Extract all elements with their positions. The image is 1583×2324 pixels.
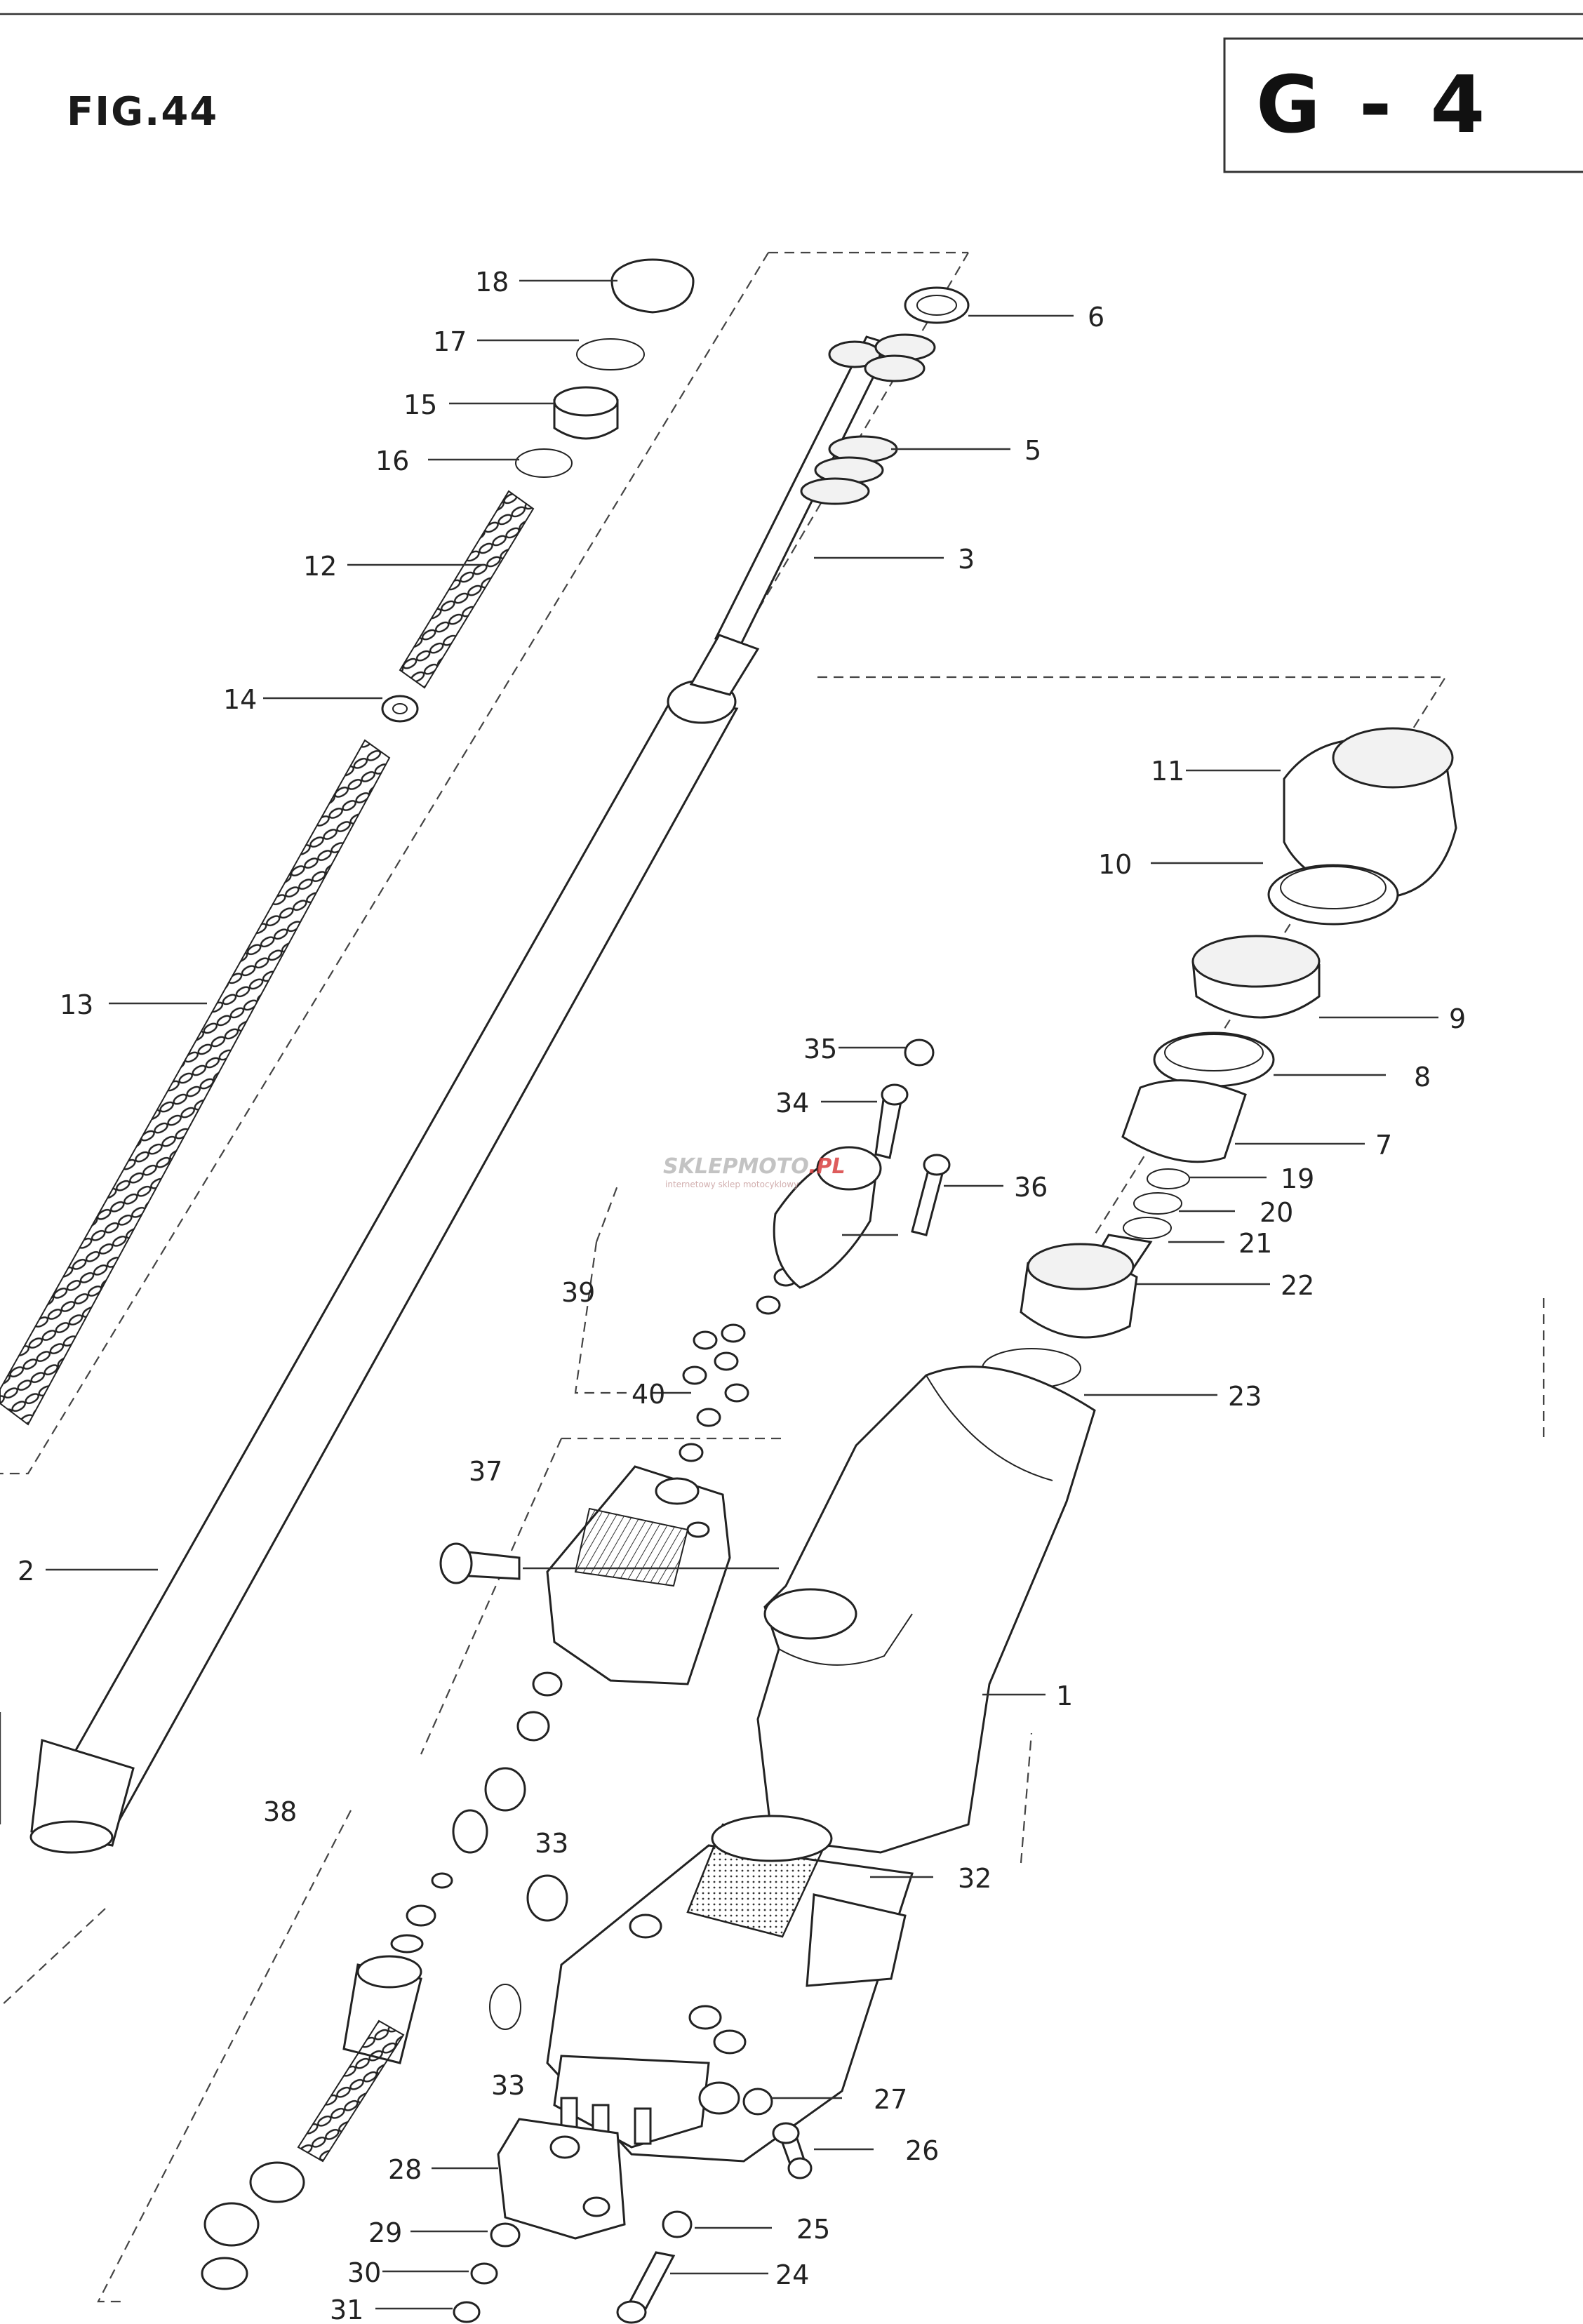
part-17-circlip — [576, 338, 645, 370]
label-part-39: 39 — [561, 1277, 595, 1308]
part-24-bolt — [616, 2251, 676, 2324]
label-part-18: 18 — [475, 267, 509, 298]
watermark-tagline: internetowy sklep motocyklowy — [665, 1180, 799, 1189]
label-part-11: 11 — [1151, 756, 1184, 787]
label-part-12: 12 — [303, 551, 337, 582]
part-14-washer — [381, 695, 419, 723]
label-part-22: 22 — [1281, 1270, 1314, 1301]
label-part-34: 34 — [775, 1088, 809, 1118]
part-40-chain — [679, 1267, 799, 1462]
watermark: SKLEPMOTO.PL internetowy sklep motocyklo… — [663, 1154, 846, 1189]
part-15-plug — [553, 386, 619, 440]
label-part-32: 32 — [958, 1863, 991, 1894]
part-8-washer — [1153, 1031, 1275, 1088]
part-7-slide-bush — [1121, 1079, 1247, 1163]
part-39-valve-cover — [773, 1146, 882, 1289]
label-part-36: 36 — [1014, 1172, 1048, 1203]
part-number-labels: 1 2 3 5 6 7 8 9 10 11 12 13 14 15 16 17 … — [18, 267, 1466, 2324]
label-part-20: 20 — [1260, 1197, 1293, 1228]
bound-bottom-left — [0, 1908, 106, 2008]
label-part-10: 10 — [1098, 849, 1132, 880]
label-part-1: 1 — [1056, 1681, 1073, 1711]
label-part-16: 16 — [375, 446, 409, 476]
group-tag-text: G - 4 — [1256, 60, 1490, 151]
part-11-dust-seal — [1283, 727, 1457, 900]
label-part-35: 35 — [803, 1034, 837, 1064]
part-22-bushing — [1020, 1243, 1138, 1339]
label-part-33-lower: 33 — [491, 2070, 525, 2101]
watermark-brand-b: .PL — [808, 1154, 846, 1179]
label-part-37: 37 — [469, 1456, 502, 1487]
part-5-bushing — [864, 333, 936, 382]
figure-label: FIG.44 — [67, 89, 218, 135]
part-9-oil-seal — [1191, 935, 1321, 1019]
label-part-14: 14 — [223, 684, 257, 715]
bound-damper-left — [420, 1438, 563, 1755]
label-part-3: 3 — [958, 544, 975, 575]
part-6-ring — [904, 286, 970, 324]
label-part-28: 28 — [388, 2154, 422, 2185]
part-33-oring — [489, 1984, 521, 2030]
part-25-washer — [662, 2210, 693, 2238]
svg-text:SKLEPMOTO.PL: SKLEPMOTO.PL — [663, 1154, 846, 1179]
label-part-25: 25 — [796, 2214, 830, 2245]
part-16-oring — [515, 448, 573, 478]
part-34-screw — [874, 1083, 909, 1159]
label-part-9: 9 — [1449, 1003, 1466, 1034]
label-part-6: 6 — [1088, 302, 1104, 333]
damper-housing — [546, 1465, 731, 1685]
label-part-8: 8 — [1414, 1062, 1431, 1093]
label-part-17: 17 — [433, 326, 467, 357]
watermark-brand-a: SKLEPMOTO — [663, 1154, 808, 1179]
part-1-outer-tube — [526, 1365, 1096, 2163]
part-35-cap — [904, 1039, 935, 1067]
label-part-23: 23 — [1228, 1381, 1262, 1412]
part-26-bolt — [772, 2122, 813, 2179]
label-part-2: 2 — [18, 1556, 34, 1587]
part-28-axle-holder — [497, 2118, 626, 2240]
label-part-5: 5 — [1024, 435, 1041, 466]
label-part-31: 31 — [330, 2295, 363, 2324]
bound-32-side — [1020, 1732, 1033, 1864]
label-part-33-upper: 33 — [535, 1828, 568, 1859]
bound-39-top — [595, 1185, 619, 1243]
bound-inner-tube-left — [0, 252, 769, 1475]
part-18-cap — [610, 258, 695, 314]
label-part-19: 19 — [1281, 1163, 1314, 1194]
group-tag: G - 4 — [1223, 37, 1583, 173]
label-part-30: 30 — [347, 2257, 381, 2288]
part-13-spring — [0, 739, 391, 1426]
bound-39-bottom — [574, 1241, 632, 1394]
part-37-bolt — [439, 1542, 521, 1584]
label-part-15: 15 — [403, 389, 437, 420]
part-36-screw — [911, 1154, 951, 1236]
label-part-29: 29 — [368, 2217, 402, 2248]
label-part-38: 38 — [263, 1796, 297, 1827]
label-part-13: 13 — [60, 989, 93, 1020]
label-part-26: 26 — [905, 2135, 939, 2166]
label-part-21: 21 — [1238, 1228, 1272, 1259]
part-10-ring — [1267, 864, 1399, 926]
valve-assembly — [201, 1671, 563, 2290]
label-part-40: 40 — [632, 1379, 665, 1410]
label-part-24: 24 — [775, 2259, 809, 2290]
label-part-27: 27 — [874, 2084, 907, 2115]
part-12-spring — [399, 490, 535, 689]
part-27-washer — [742, 2088, 773, 2116]
label-part-7: 7 — [1375, 1130, 1392, 1161]
fork-rod-upper — [689, 335, 898, 696]
leader-lines — [46, 279, 1438, 2310]
valve-spring — [297, 2019, 405, 2163]
bound-valve-left — [97, 1810, 352, 2303]
part-29-31-nuts — [453, 2222, 521, 2323]
